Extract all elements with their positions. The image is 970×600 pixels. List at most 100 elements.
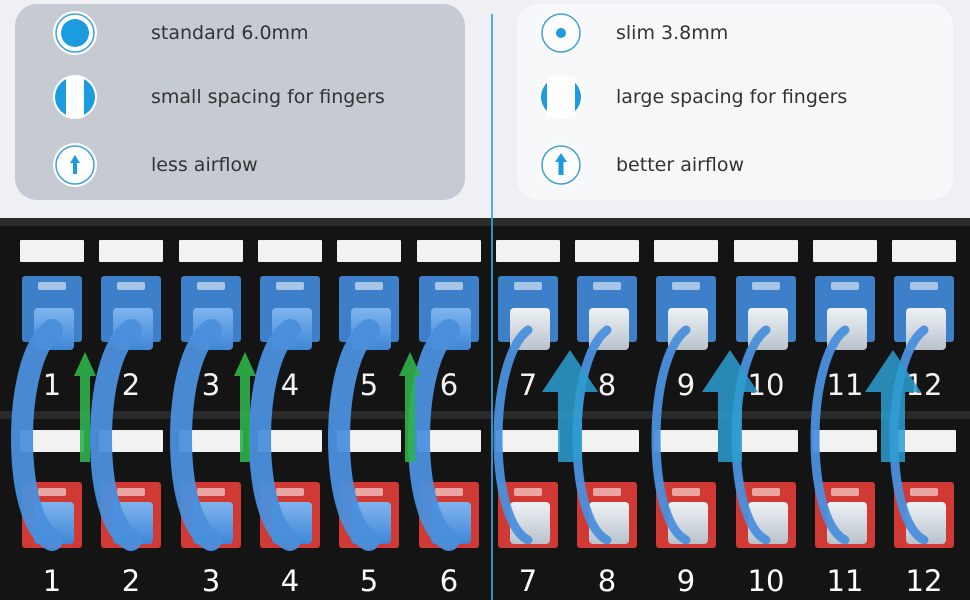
jack-cat-label [38,282,66,290]
patch-cable [493,325,533,545]
bottom-port-number: 6 [439,564,459,598]
top-port-number: 4 [280,368,300,402]
jack-cat-label [197,282,225,290]
port-label-strip [654,430,718,452]
top-port-number: 2 [121,368,141,402]
feature-standard-thickness: standard 6.0mm [53,11,309,55]
bottom-port-number: 11 [826,564,864,598]
port-label-strip [734,430,798,452]
slim-cable-icon [539,11,583,55]
thick-cable-icon [53,11,97,55]
large-spacing-icon [539,75,583,119]
jack-cat-label [831,282,859,290]
patch-cable [170,319,222,551]
less-airflow-arrow [399,352,421,462]
jack-cat-label [752,488,780,496]
patch-cable [651,325,691,545]
port-label-strip [337,240,401,262]
airflow-less-icon [53,143,97,187]
port-label-strip [258,240,322,262]
feature-label: standard 6.0mm [151,22,309,44]
feature-label: large spacing for fingers [616,86,848,108]
port-label-strip [813,430,877,452]
port-label-strip [496,240,560,262]
port-label-strip [496,430,560,452]
jack-cat-label [752,282,780,290]
feature-less-airflow: less airflow [53,143,258,187]
top-port-number: 1 [42,368,62,402]
comparison-divider [491,14,493,600]
top-jack [498,276,558,350]
jack-cat-label [276,488,304,496]
feature-label: small spacing for fingers [151,86,385,108]
jack-cat-label [117,488,145,496]
feature-slim-thickness: slim 3.8mm [539,11,728,55]
jack-cat-label [514,488,542,496]
bottom-jack [656,482,716,548]
jack-cat-label [831,488,859,496]
top-port-number: 5 [359,368,379,402]
jack-cat-label [117,282,145,290]
patch-cable [328,319,380,551]
port-label-strip [892,430,956,452]
standard-cable-panel: standard 6.0mm small spacing for fingers… [15,4,465,200]
top-port-number: 11 [826,368,864,402]
port-label-strip [575,240,639,262]
bottom-port-number: 5 [359,564,379,598]
port-label-strip [258,430,322,452]
better-airflow-arrow [702,350,758,462]
feature-label: better airflow [616,154,745,176]
bottom-port-number: 7 [518,564,538,598]
jack-cat-label [672,282,700,290]
feature-label: less airflow [151,154,258,176]
bottom-port-number: 1 [42,564,62,598]
jack-cat-label [276,282,304,290]
port-label-strip [20,430,84,452]
less-airflow-arrow [74,352,96,462]
top-port-number: 9 [676,368,696,402]
port-label-strip [179,240,243,262]
top-port-number: 6 [439,368,459,402]
patch-cable [11,319,63,551]
feature-label: slim 3.8mm [616,22,729,44]
jack-cat-label [435,488,463,496]
patch-cable [810,325,850,545]
jack-cat-label [355,488,383,496]
jack-cat-label [355,282,383,290]
patch-cable [249,319,301,551]
patch-cable [90,319,142,551]
feature-large-spacing: large spacing for fingers [539,75,847,119]
port-label-strip [337,430,401,452]
jack-cat-label [672,488,700,496]
jack-cat-label [435,282,463,290]
middle-rail [0,411,970,419]
bottom-port-number: 9 [676,564,696,598]
bottom-port-number: 4 [280,564,300,598]
port-label-strip [575,430,639,452]
top-jack [736,276,796,350]
port-label-strip [179,430,243,452]
top-rail [0,218,970,226]
bottom-port-number: 8 [597,564,617,598]
jack-cat-label [910,282,938,290]
jack-cat-label [910,488,938,496]
port-label-strip [654,240,718,262]
slim-cable-panel: slim 3.8mm large spacing for fingers bet… [517,4,953,200]
bottom-port-number: 2 [121,564,141,598]
top-port-number: 3 [201,368,221,402]
port-label-strip [417,240,481,262]
bottom-port-number: 10 [747,564,785,598]
small-spacing-icon [53,75,97,119]
feature-better-airflow: better airflow [539,143,744,187]
bottom-port-number: 3 [201,564,221,598]
port-label-strip [734,240,798,262]
better-airflow-arrow [865,350,921,462]
jack-cat-label [197,488,225,496]
port-label-strip [99,430,163,452]
bottom-port-number: 12 [905,564,943,598]
top-port-number: 7 [518,368,538,402]
better-airflow-arrow [542,350,598,462]
jack-cat-label [593,488,621,496]
top-port-number: 10 [747,368,785,402]
